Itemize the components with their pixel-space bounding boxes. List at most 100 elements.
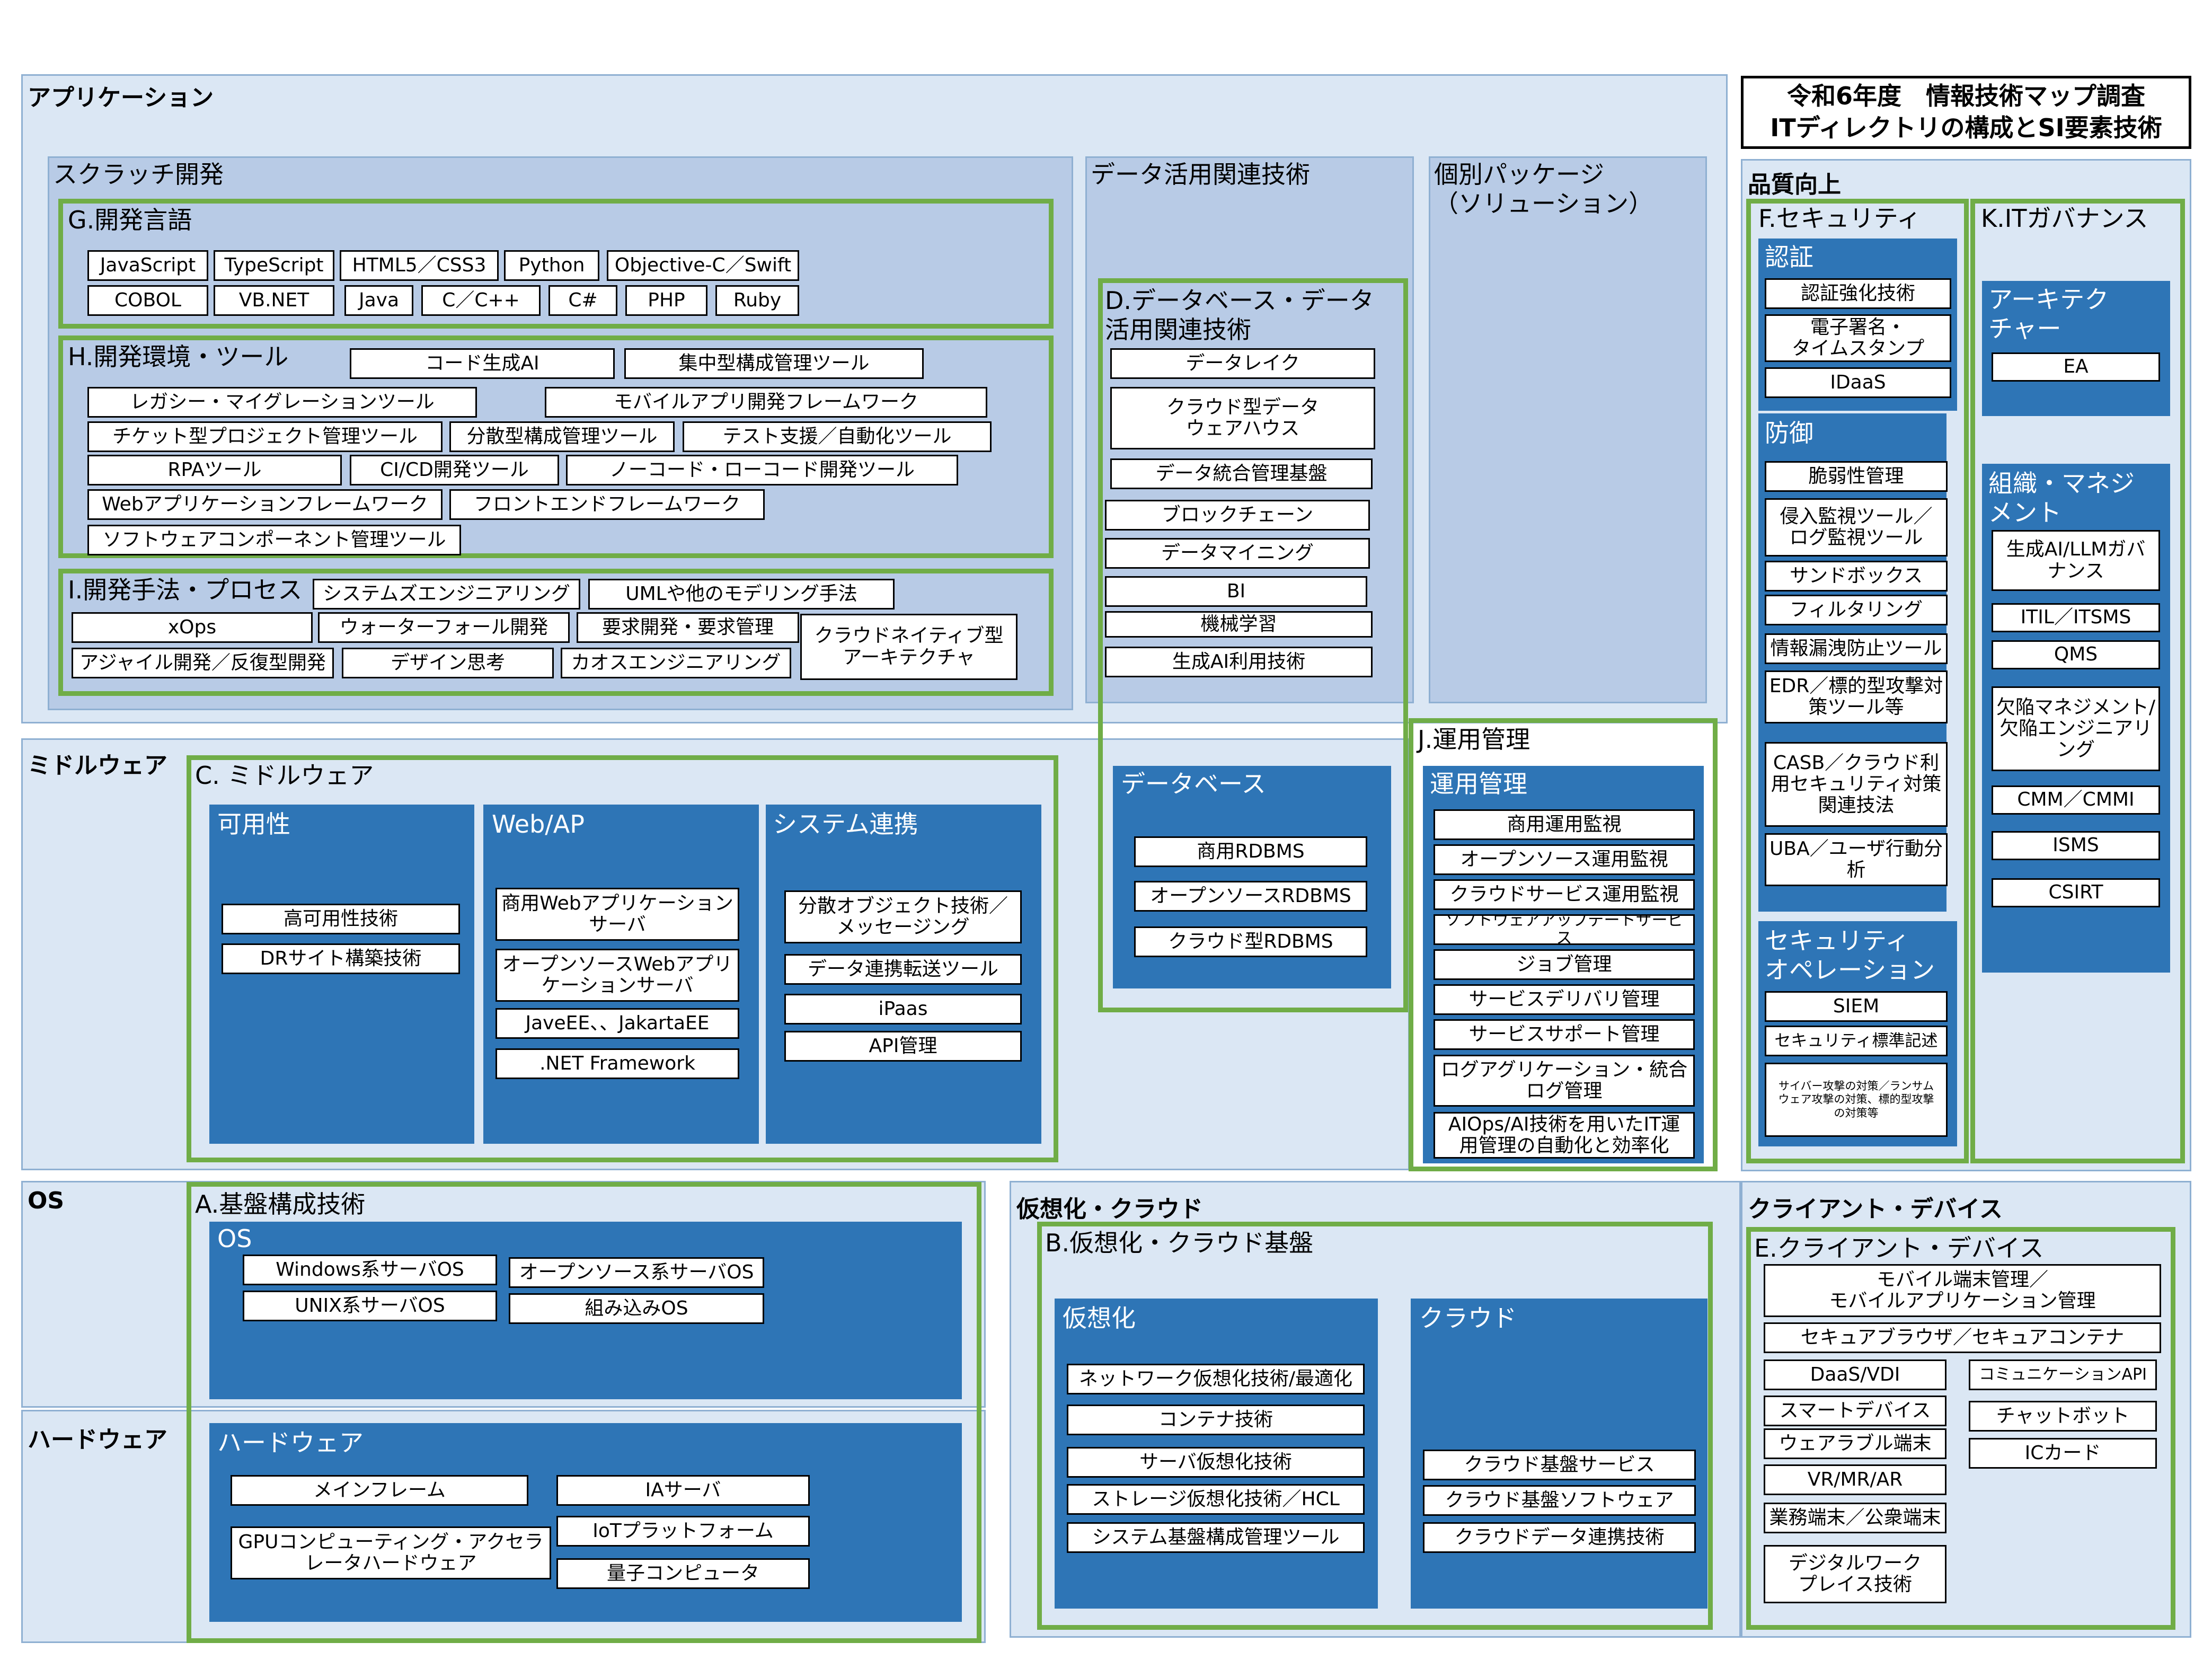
authentication-category-label: 認証 bbox=[1765, 243, 1813, 271]
data-tech-item: 機械学習 bbox=[1105, 611, 1373, 638]
lang-item: C# bbox=[548, 285, 617, 316]
operations-item: ログアグリケーション・統合 ログ管理 bbox=[1434, 1055, 1695, 1107]
e-client-frame bbox=[1746, 1227, 2175, 1630]
integration-item: 分散オブジェクト技術／ メッセージング bbox=[784, 890, 1022, 943]
webap-item: オープンソースWebアプリ ケーションサーバ bbox=[496, 949, 739, 1002]
cloud-item: クラウド基盤サービス bbox=[1423, 1450, 1696, 1480]
defense-item: サンドボックス bbox=[1765, 561, 1948, 591]
governance-item: ITIL／ITSMS bbox=[1992, 603, 2160, 632]
virtualization-item: ネットワーク仮想化技術/最適化 bbox=[1067, 1364, 1365, 1394]
title-line-2: ITディレクトリの構成とSI要素技術 bbox=[1770, 113, 2162, 142]
integration-category-label: システム連携 bbox=[773, 810, 918, 838]
method-item: UMLや他のモデリング手法 bbox=[588, 579, 895, 610]
package-area bbox=[1429, 156, 1707, 703]
lang-item: PHP bbox=[625, 285, 707, 316]
application-zone-label: アプリケーション bbox=[28, 84, 214, 111]
hardware-item: IoTプラットフォーム bbox=[556, 1516, 810, 1547]
f-security-label: F.セキュリティ bbox=[1758, 204, 1921, 233]
g-languages-label: G.開発言語 bbox=[68, 206, 192, 234]
webap-category-label: Web/AP bbox=[492, 810, 585, 838]
method-item: カオスエンジニアリング bbox=[561, 648, 791, 678]
tool-item: レガシー・マイグレーションツール bbox=[87, 387, 477, 418]
os-zone-label: OS bbox=[28, 1187, 65, 1214]
client-item: セキュアブラウザ／セキュアコンテナ bbox=[1764, 1322, 2161, 1353]
defense-item: 侵入監視ツール／ ログ監視ツール bbox=[1765, 498, 1948, 557]
virtualization-item: システム基盤構成管理ツール bbox=[1067, 1522, 1365, 1553]
e-client-label: E.クライアント・デバイス bbox=[1754, 1234, 2044, 1262]
virtualization-item: サーバ仮想化技術 bbox=[1067, 1447, 1365, 1478]
tool-item: ノーコード・ローコード開発ツール bbox=[566, 455, 958, 485]
availability-item: DRサイト構築技術 bbox=[222, 943, 460, 974]
governance-item: ISMS bbox=[1992, 831, 2160, 860]
os-item: 組み込みOS bbox=[509, 1293, 764, 1324]
d-database-label: D.データベース・データ 活用関連技術 bbox=[1105, 286, 1374, 345]
data-tech-item: BI bbox=[1105, 576, 1367, 607]
data-tech-item: データマイニング bbox=[1105, 538, 1370, 569]
data-utilization-label: データ活用関連技術 bbox=[1091, 160, 1310, 189]
defense-item: 脆弱性管理 bbox=[1765, 461, 1948, 492]
client-item: チャットボット bbox=[1969, 1401, 2157, 1432]
database-category-label: データベース bbox=[1121, 770, 1266, 798]
operations-item: ジョブ管理 bbox=[1434, 949, 1695, 980]
data-tech-item: 生成AI利用技術 bbox=[1105, 647, 1373, 677]
architecture-category bbox=[1982, 281, 2170, 416]
lang-item: HTML5／CSS3 bbox=[340, 250, 499, 281]
availability-category bbox=[209, 805, 474, 1144]
security-operations-category-label: セキュリティ オペレーション bbox=[1765, 926, 1935, 985]
virtualization-item: ストレージ仮想化技術／HCL bbox=[1067, 1484, 1365, 1515]
virtual-cloud-zone-label: 仮想化・クラウド bbox=[1016, 1196, 1203, 1223]
integration-item: API管理 bbox=[784, 1031, 1022, 1062]
hardware-item: IAサーバ bbox=[556, 1475, 810, 1506]
f-security-frame bbox=[1746, 199, 1969, 1163]
tool-item: フロントエンドフレームワーク bbox=[449, 489, 765, 520]
cloud-item: クラウドデータ連携技術 bbox=[1423, 1522, 1696, 1553]
cloud-category-label: クラウド bbox=[1419, 1304, 1517, 1332]
governance-item: 生成AI/LLMガバ ナンス bbox=[1992, 530, 2160, 591]
tool-item: テスト支援／自動化ツール bbox=[683, 421, 992, 452]
j-operations-frame bbox=[1409, 718, 1718, 1171]
webap-item: .NET Framework bbox=[496, 1048, 739, 1079]
lang-item: JavaScript bbox=[87, 250, 208, 281]
availability-item: 高可用性技術 bbox=[222, 904, 460, 934]
tool-item: 分散型構成管理ツール bbox=[449, 421, 675, 452]
os-category-label: OS bbox=[217, 1224, 252, 1253]
hardware-item: 量子コンピュータ bbox=[556, 1558, 810, 1589]
scratch-development-label: スクラッチ開発 bbox=[53, 160, 224, 189]
client-item: ウェアラブル端末 bbox=[1764, 1428, 1946, 1459]
lang-item: COBOL bbox=[87, 285, 208, 316]
method-item: 要求開発・要求管理 bbox=[577, 612, 799, 643]
lang-item: VB.NET bbox=[214, 285, 334, 316]
operations-item: クラウドサービス運用監視 bbox=[1434, 879, 1695, 910]
tool-item: Webアプリケーションフレームワーク bbox=[87, 489, 443, 520]
b-virtual-cloud-frame bbox=[1037, 1222, 1713, 1630]
data-tech-item: ブロックチェーン bbox=[1105, 500, 1370, 531]
hardware-item: GPUコンピューティング・アクセラ レータハードウェア bbox=[231, 1526, 551, 1579]
method-item: アジャイル開発／反復型開発 bbox=[72, 648, 334, 678]
client-item: 業務端末／公衆端末 bbox=[1764, 1503, 1946, 1533]
defense-item: EDR／標的型攻撃対 策ツール等 bbox=[1765, 670, 1948, 723]
k-governance-frame bbox=[1970, 199, 2185, 1163]
defense-item: UBA／ユーザ行動分 析 bbox=[1765, 833, 1948, 886]
virtualization-category-label: 仮想化 bbox=[1063, 1304, 1136, 1332]
webap-item: JaveEE、、JakartaEE bbox=[496, 1008, 739, 1039]
client-zone-label: クライアント・デバイス bbox=[1748, 1196, 2003, 1223]
database-item: 商用RDBMS bbox=[1134, 836, 1367, 867]
defense-item: 情報漏洩防止ツール bbox=[1765, 633, 1948, 664]
secops-item: サイバー攻撃の対策／ランサム ウェア攻撃の対策、標的型攻撃 の対策等 bbox=[1765, 1063, 1948, 1137]
method-item: クラウドネイティブ型 アーキテクチャ bbox=[800, 614, 1017, 680]
governance-item: 欠陥マネジメント/ 欠陥エンジニアリ ング bbox=[1992, 686, 2160, 771]
tool-item: チケット型プロジェクト管理ツール bbox=[87, 421, 443, 452]
operations-item: ソフトウェアアップデートサービス bbox=[1434, 914, 1695, 945]
webap-item: 商用Webアプリケーション サーバ bbox=[496, 888, 739, 941]
middleware-zone-label: ミドルウェア bbox=[28, 752, 167, 779]
tool-item: コード生成AI bbox=[350, 348, 615, 379]
governance-item: QMS bbox=[1992, 640, 2160, 669]
h-tools-frame bbox=[58, 335, 1054, 558]
tool-item: 集中型構成管理ツール bbox=[624, 348, 924, 379]
integration-item: データ連携転送ツール bbox=[784, 954, 1022, 985]
title-line-1: 令和6年度 情報技術マップ調査 bbox=[1786, 82, 2145, 111]
lang-item: Ruby bbox=[715, 285, 799, 316]
client-item: DaaS/VDI bbox=[1764, 1359, 1946, 1390]
defense-item: フィルタリング bbox=[1765, 595, 1948, 625]
a-infrastructure-frame bbox=[187, 1182, 981, 1643]
